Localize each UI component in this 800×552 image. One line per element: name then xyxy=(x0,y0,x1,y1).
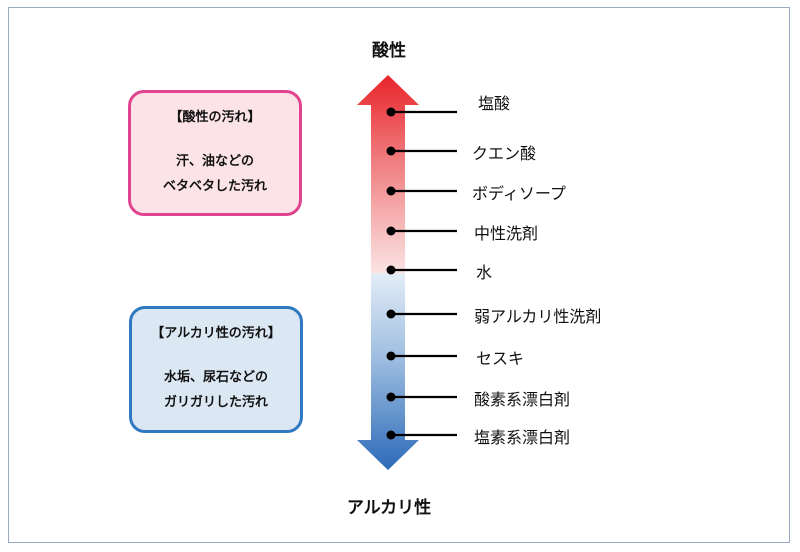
substance-label-9: 塩素系漂白剤 xyxy=(474,428,571,447)
substance-label-1: 塩酸 xyxy=(478,94,511,113)
acidic-dirt-desc-line2: ベタベタした汚れ xyxy=(162,179,267,194)
substance-label-5: 水 xyxy=(476,263,493,282)
ph-ticks xyxy=(386,107,457,440)
substance-label-6: 弱アルカリ性洗剤 xyxy=(474,307,602,326)
acidic-dirt-box: 【酸性の汚れ】 汗、油などの ベタベタした汚れ xyxy=(128,90,302,216)
substance-label-3: ボディソープ xyxy=(472,184,566,203)
substance-label-8: 酸素系漂白剤 xyxy=(474,390,571,409)
acidic-label: 酸性 xyxy=(372,41,406,61)
diagram-frame xyxy=(8,7,790,543)
alkaline-dirt-desc-line2: ガリガリした汚れ xyxy=(163,395,268,410)
substance-label-2: クエン酸 xyxy=(472,144,537,163)
alkaline-dirt-title: 【アルカリ性の汚れ】 xyxy=(151,326,281,341)
alkaline-dirt-box: 【アルカリ性の汚れ】 水垢、尿石などの ガリガリした汚れ xyxy=(129,306,303,433)
alkaline-dirt-desc-line1: 水垢、尿石などの xyxy=(163,370,268,385)
substance-label-7: セスキ xyxy=(476,349,525,368)
acidic-dirt-desc-line1: 汗、油などの xyxy=(175,154,254,169)
acidic-dirt-title: 【酸性の汚れ】 xyxy=(169,110,261,125)
substance-label-4: 中性洗剤 xyxy=(474,224,539,243)
alkaline-label: アルカリ性 xyxy=(346,498,432,518)
